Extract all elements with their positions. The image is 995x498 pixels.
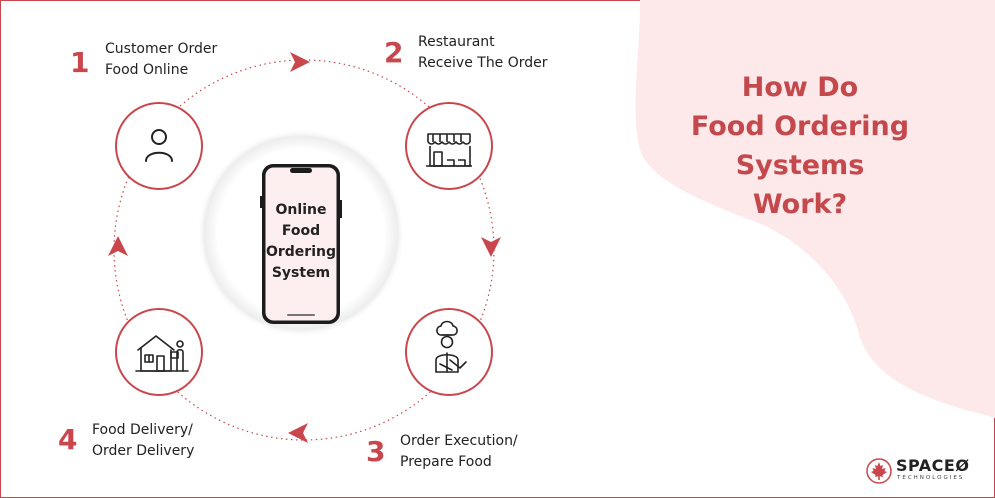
node-1: [115, 102, 203, 190]
phone-illustration: [260, 164, 342, 324]
step-4-label-line1: Food Delivery/: [92, 422, 193, 438]
logo-subtitle: TECHNOLOGIES: [897, 475, 965, 481]
arrow-1-to-2: [290, 52, 310, 72]
step-4-number: 4: [58, 423, 78, 456]
step-2-number: 2: [384, 36, 404, 69]
logo-name: SPACEØ: [896, 456, 970, 475]
arrow-2-to-3: [481, 237, 501, 257]
title-line-2: Food Ordering Systems: [690, 111, 910, 181]
center-line-1: Online: [275, 202, 327, 218]
cycle-diagram: [108, 52, 501, 443]
step-2-label-line1: Restaurant: [418, 34, 495, 50]
center-line-2: Food: [281, 223, 321, 239]
step-3-label: Order Execution/ Prepare Food: [400, 431, 518, 473]
center-line-4: System: [271, 265, 331, 281]
node-4: [115, 308, 203, 396]
step-1-label-line1: Customer Order: [105, 41, 218, 57]
user-icon: [145, 129, 173, 162]
step-2-label-line2: Receive The Order: [418, 55, 548, 71]
step-1-label: Customer Order Food Online: [105, 39, 217, 81]
title-line-3: Work?: [752, 189, 848, 220]
restaurant-store-icon: [426, 133, 472, 167]
chef-icon: [435, 320, 467, 373]
page-title: How Do Food Ordering Systems Work?: [630, 68, 970, 224]
step-2-label: Restaurant Receive The Order: [418, 32, 548, 74]
spaceo-logo: SPACEØ TECHNOLOGIES: [866, 456, 986, 486]
step-3-label-line2: Prepare Food: [400, 454, 492, 470]
title-line-1: How Do: [741, 72, 859, 103]
center-line-3: Ordering: [265, 244, 336, 260]
step-1-label-line2: Food Online: [105, 62, 189, 78]
step-4-label-line2: Order Delivery: [92, 443, 195, 459]
maple-leaf-icon: [866, 458, 892, 484]
delivery-house-icon: [135, 335, 189, 372]
step-1-number: 1: [70, 46, 90, 79]
step-4-label: Food Delivery/ Order Delivery: [92, 420, 194, 462]
node-2: [405, 102, 493, 190]
center-system-label: Online Food Ordering System: [264, 200, 338, 284]
arrow-4-to-1: [108, 236, 128, 256]
arrow-3-to-4: [288, 423, 308, 443]
step-3-number: 3: [366, 435, 386, 468]
step-3-label-line1: Order Execution/: [400, 433, 518, 449]
node-3: [405, 308, 493, 396]
